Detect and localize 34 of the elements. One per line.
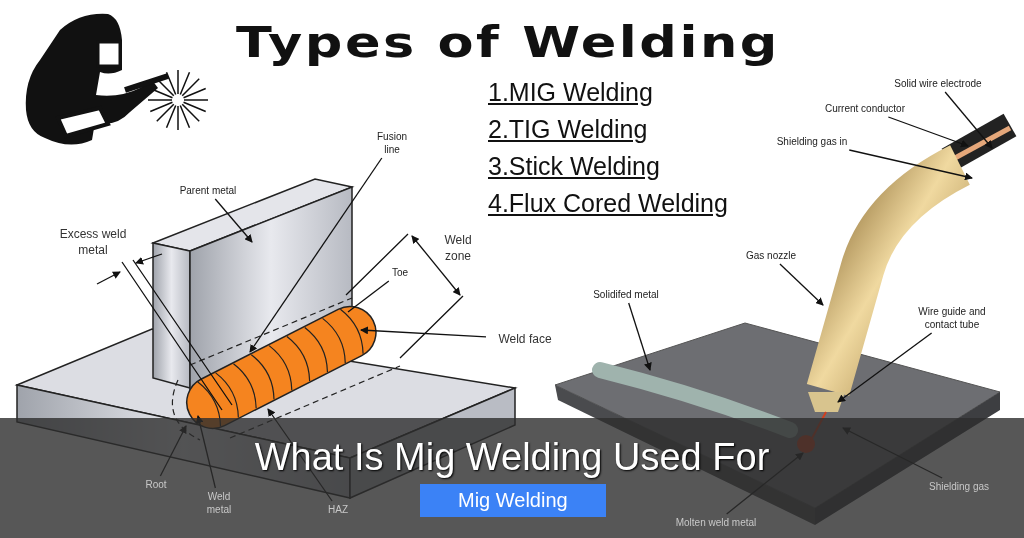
part-label: Solidifed metal [580,288,672,301]
part-label: Shielding gas in [764,135,860,148]
dimension-label: Weld zone [443,232,473,264]
part-label: Shielding gas [920,480,998,493]
part-label: Toe [384,266,416,279]
leader-line [628,302,652,371]
part-label: Current conductor [812,102,918,115]
title: Types of Welding [236,18,780,67]
leader-line [837,332,933,403]
dimension-label: Excess weld metal [58,226,128,258]
leader-line [848,149,973,181]
list-item: 4.Flux Cored Welding [488,189,728,218]
list-item: 1.MIG Welding [488,78,653,107]
part-label: Parent metal [158,184,258,197]
leader-line [249,157,383,353]
list-item: 2.TIG Welding [488,115,648,144]
part-label: Solid wire electrode [880,77,996,90]
part-label: Wire guide and contact tube [908,305,996,331]
part-label: Fusion line [372,130,412,156]
leader-line [944,91,993,149]
leader-line [214,198,253,243]
leader-line [360,326,487,338]
part-label: Molten weld metal [664,516,768,529]
leader-line [887,116,969,148]
part-label: Root [136,478,176,491]
list-item: 3.Stick Welding [488,152,660,181]
leader-line [347,280,390,313]
part-label: Gas nozzle [736,249,806,262]
caption: What Is Mig Welding Used For [253,436,771,479]
category-tag: Mig Welding [420,484,606,517]
part-label: HAZ [318,503,358,516]
part-label: Weld metal [196,490,242,516]
part-label: Weld face [488,331,562,347]
leader-line [779,263,824,306]
